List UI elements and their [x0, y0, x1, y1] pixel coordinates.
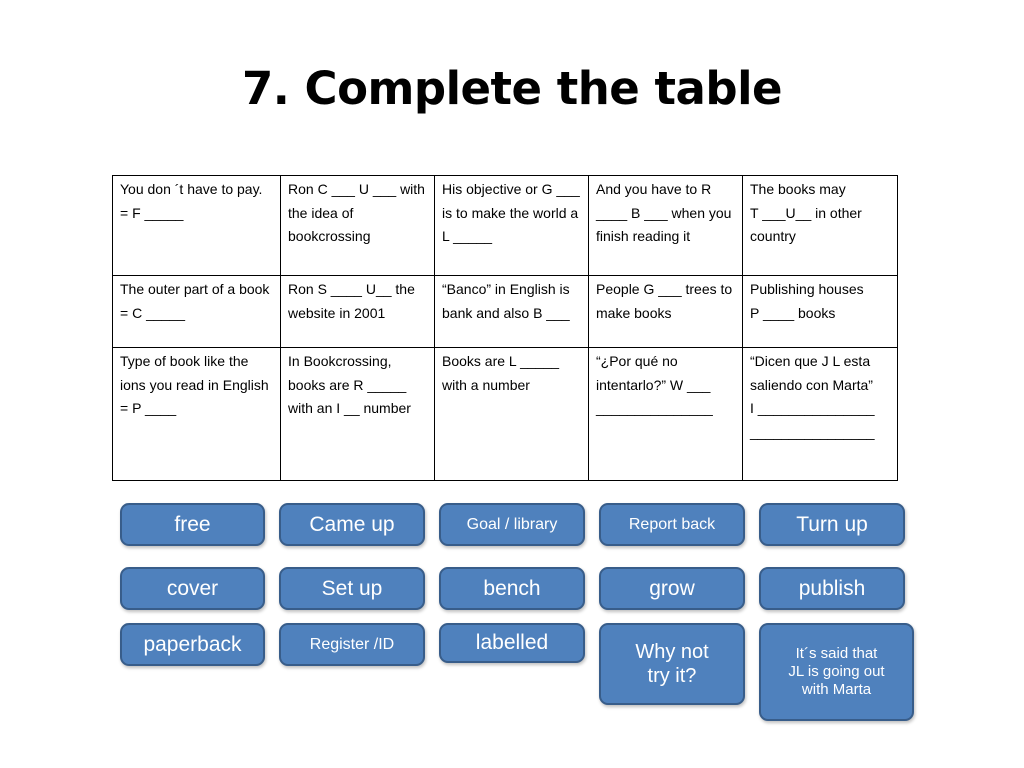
answer-cover-button[interactable]: cover [120, 567, 265, 610]
table-row: You don ´t have to pay. = F _____ Ron C … [112, 175, 898, 276]
answer-goal-library-button[interactable]: Goal / library [439, 503, 585, 546]
answer-its-said-button[interactable]: It´s said that JL is going out with Mart… [759, 623, 914, 721]
exercise-table: You don ´t have to pay. = F _____ Ron C … [112, 175, 898, 481]
table-cell: Ron S ____ U__ the website in 2001 [280, 275, 435, 348]
table-cell: “¿Por qué no intentarlo?” W ___ ________… [588, 347, 743, 481]
page-title: 7. Complete the table [241, 62, 783, 115]
answer-grow-button[interactable]: grow [599, 567, 745, 610]
table-cell: And you have to R ____ B ___ when you fi… [588, 175, 743, 276]
answer-free-button[interactable]: free [120, 503, 265, 546]
answer-why-not-button[interactable]: Why not try it? [599, 623, 745, 705]
table-cell: Books are L _____ with a number [434, 347, 589, 481]
answer-register-id-button[interactable]: Register /ID [279, 623, 425, 666]
table-cell: His objective or G ___ is to make the wo… [434, 175, 589, 276]
table-cell: The outer part of a book = C _____ [112, 275, 281, 348]
table-cell: People G ___ trees to make books [588, 275, 743, 348]
answer-bench-button[interactable]: bench [439, 567, 585, 610]
answer-set-up-button[interactable]: Set up [279, 567, 425, 610]
table-cell: The books may T ___U__ in other country [742, 175, 898, 276]
table-cell: “Banco” in English is bank and also B __… [434, 275, 589, 348]
answer-came-up-button[interactable]: Came up [279, 503, 425, 546]
answer-report-back-button[interactable]: Report back [599, 503, 745, 546]
table-cell: Ron C ___ U ___ with the idea of bookcro… [280, 175, 435, 276]
table-cell: Publishing houses P ____ books [742, 275, 898, 348]
answer-paperback-button[interactable]: paperback [120, 623, 265, 666]
answer-turn-up-button[interactable]: Turn up [759, 503, 905, 546]
table-cell: Type of book like the ions you read in E… [112, 347, 281, 481]
table-row: The outer part of a book = C _____ Ron S… [112, 275, 898, 348]
answer-publish-button[interactable]: publish [759, 567, 905, 610]
table-cell: “Dicen que J L esta saliendo con Marta” … [742, 347, 898, 481]
table-cell: In Bookcrossing, books are R _____ with … [280, 347, 435, 481]
table-row: Type of book like the ions you read in E… [112, 347, 898, 481]
table-cell: You don ´t have to pay. = F _____ [112, 175, 281, 276]
answer-labelled-button[interactable]: labelled [439, 623, 585, 663]
